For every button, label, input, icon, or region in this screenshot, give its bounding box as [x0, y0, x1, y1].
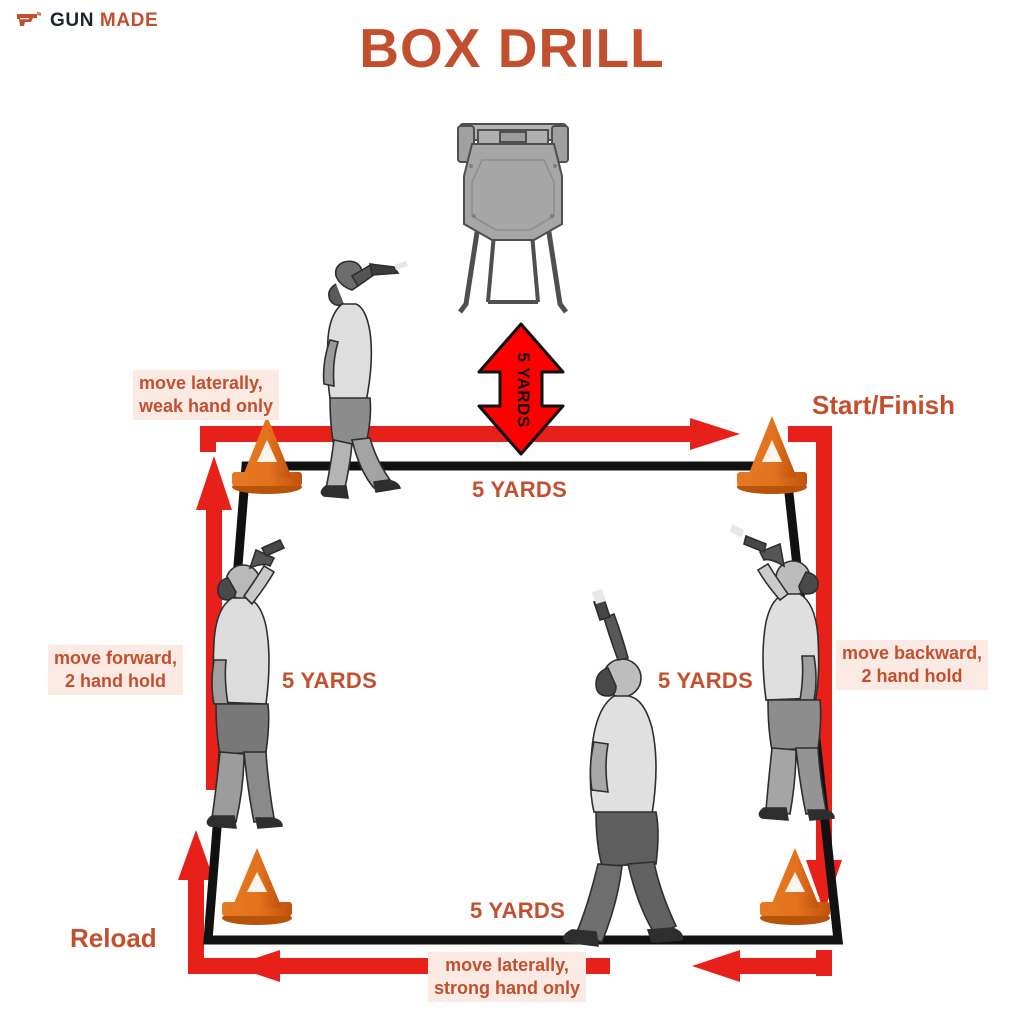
yard-label-left: 5 YARDS [282, 668, 378, 693]
path-arrow-top [200, 418, 740, 452]
shooter-top [320, 260, 408, 499]
distance-arrow-label: 5 YARDS [514, 352, 533, 428]
cone-bottom-right [760, 848, 830, 925]
brand-logo: GUN MADE [16, 10, 158, 32]
shooter-center [563, 589, 684, 947]
callout-top-line2: weak hand only [139, 396, 274, 417]
callout-left-line2: 2 hand hold [65, 671, 167, 692]
callout-right: move backward, 2 hand hold [836, 640, 989, 691]
callout-right-line1: move backward, [842, 643, 983, 663]
start-finish-label: Start/Finish [812, 390, 956, 420]
shooter-left [206, 538, 286, 829]
logo-word-gun: GUN [50, 10, 95, 31]
yard-label-right: 5 YARDS [658, 668, 754, 693]
drill-box-outline [203, 461, 844, 945]
callout-bottom-line1: move laterally, [445, 955, 569, 975]
pistol-icon [17, 11, 42, 26]
callout-left-line1: move forward, [54, 648, 178, 668]
callout-left: move forward, 2 hand hold [48, 645, 184, 696]
callout-top-line1: move laterally, [139, 373, 263, 393]
callout-right-line2: 2 hand hold [861, 666, 963, 687]
path-arrow-left [178, 456, 288, 974]
cone-bottom-left [222, 848, 292, 925]
logo-wordmark: GUN MADE [50, 10, 158, 32]
cone-top-right [737, 416, 807, 494]
callout-top: move laterally, weak hand only [133, 370, 280, 421]
yard-label-top: 5 YARDS [472, 477, 568, 502]
logo-word-made: MADE [99, 10, 159, 31]
page-title: BOX DRILL [359, 17, 665, 79]
callout-bottom: move laterally, strong hand only [428, 952, 586, 1003]
callout-bottom-line2: strong hand only [434, 978, 580, 999]
reload-label: Reload [70, 923, 157, 953]
steel-target-icon [457, 123, 569, 314]
yard-label-bottom: 5 YARDS [470, 898, 566, 923]
cone-top-left [232, 416, 302, 494]
path-arrow-right [788, 426, 842, 912]
